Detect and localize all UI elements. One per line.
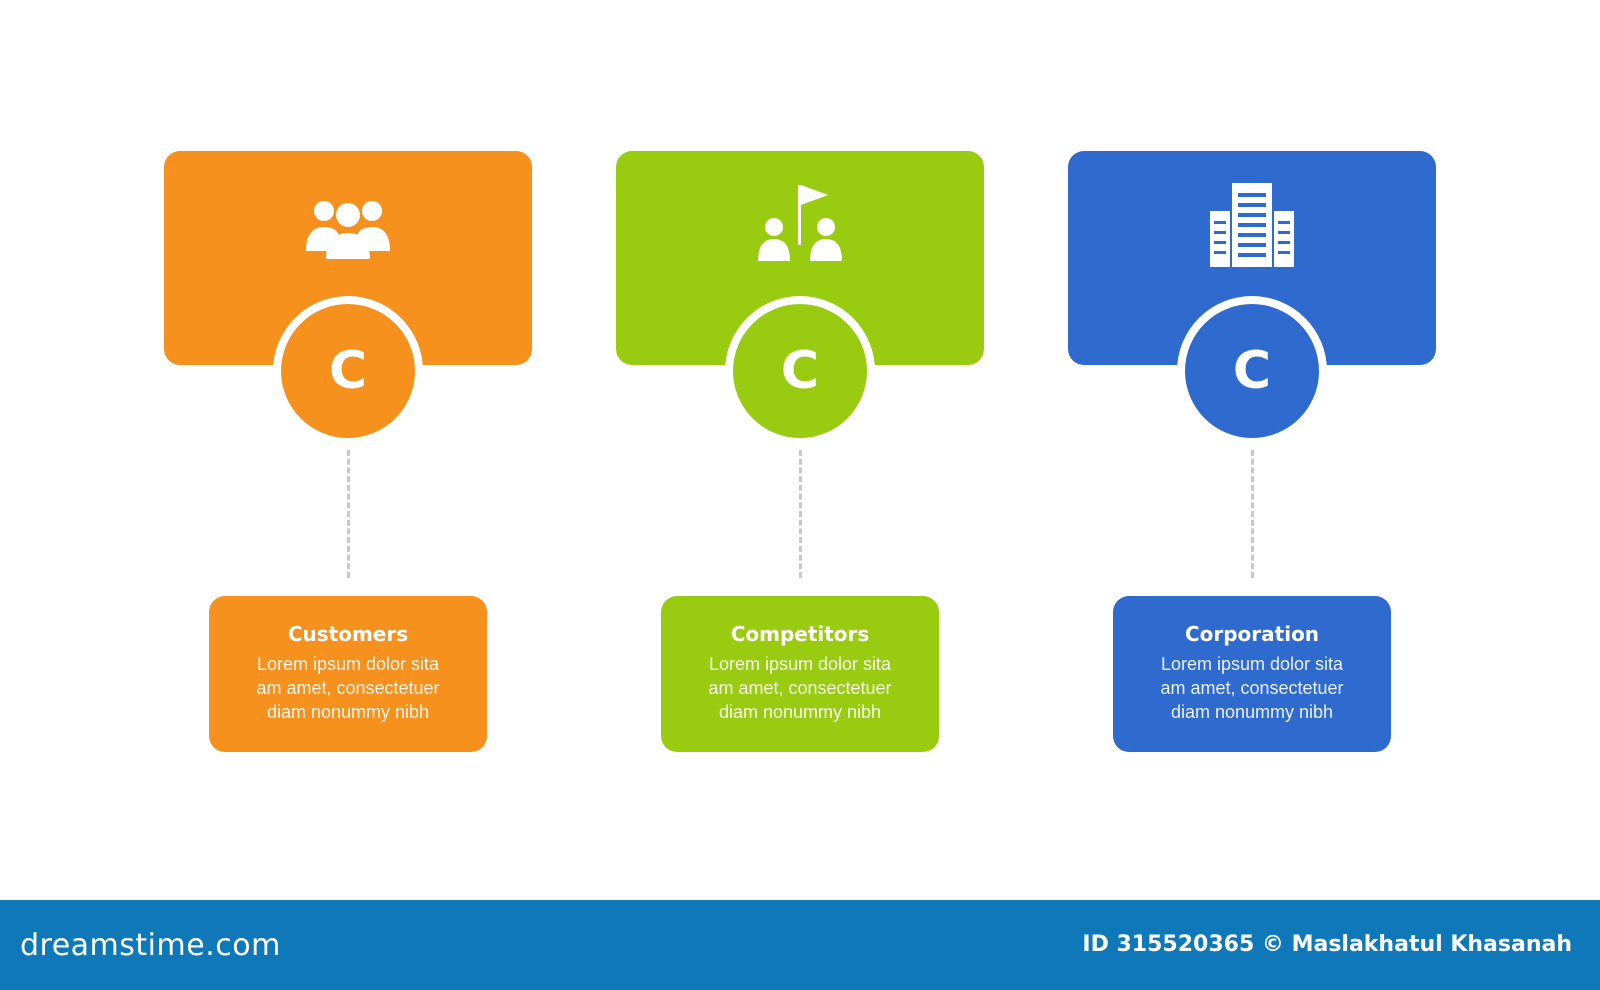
site-logo: dreamstime.com bbox=[20, 928, 281, 963]
dashed-connector bbox=[347, 450, 350, 578]
step-description: Lorem ipsum dolor sita am amet, consecte… bbox=[1160, 654, 1344, 722]
badge-letter: C bbox=[733, 304, 867, 438]
group-people-icon bbox=[298, 181, 398, 271]
step-title: Customers bbox=[287, 622, 409, 646]
description-box: Corporation Lorem ipsum dolor sita am am… bbox=[1113, 596, 1391, 752]
description-box: Customers Lorem ipsum dolor sita am amet… bbox=[209, 596, 487, 752]
step-badge: C bbox=[1177, 296, 1327, 446]
step-badge: C bbox=[273, 296, 423, 446]
step-card-competitors: C Competitors Lorem ipsum dolor sita am … bbox=[616, 0, 984, 900]
step-title: Corporation bbox=[1184, 622, 1320, 646]
step-description: Lorem ipsum dolor sita am amet, consecte… bbox=[256, 654, 440, 722]
image-credit: ID 315520365 © Maslakhatul Khasanah bbox=[1082, 932, 1572, 957]
flag-and-people-icon bbox=[750, 181, 850, 271]
header-panel bbox=[1068, 151, 1436, 365]
footer-bar: dreamstime.com ID 315520365 © Maslakhatu… bbox=[0, 900, 1600, 990]
step-card-customers: C Customers Lorem ipsum dolor sita am am… bbox=[164, 0, 532, 900]
step-card-corporation: C Corporation Lorem ipsum dolor sita am … bbox=[1068, 0, 1436, 900]
badge-letter: C bbox=[1185, 304, 1319, 438]
dashed-connector bbox=[799, 450, 802, 578]
step-badge: C bbox=[725, 296, 875, 446]
badge-letter: C bbox=[281, 304, 415, 438]
office-building-icon bbox=[1202, 181, 1302, 271]
description-box: Competitors Lorem ipsum dolor sita am am… bbox=[661, 596, 939, 752]
dashed-connector bbox=[1251, 450, 1254, 578]
step-title: Competitors bbox=[730, 622, 870, 646]
step-description: Lorem ipsum dolor sita am amet, consecte… bbox=[708, 654, 892, 722]
